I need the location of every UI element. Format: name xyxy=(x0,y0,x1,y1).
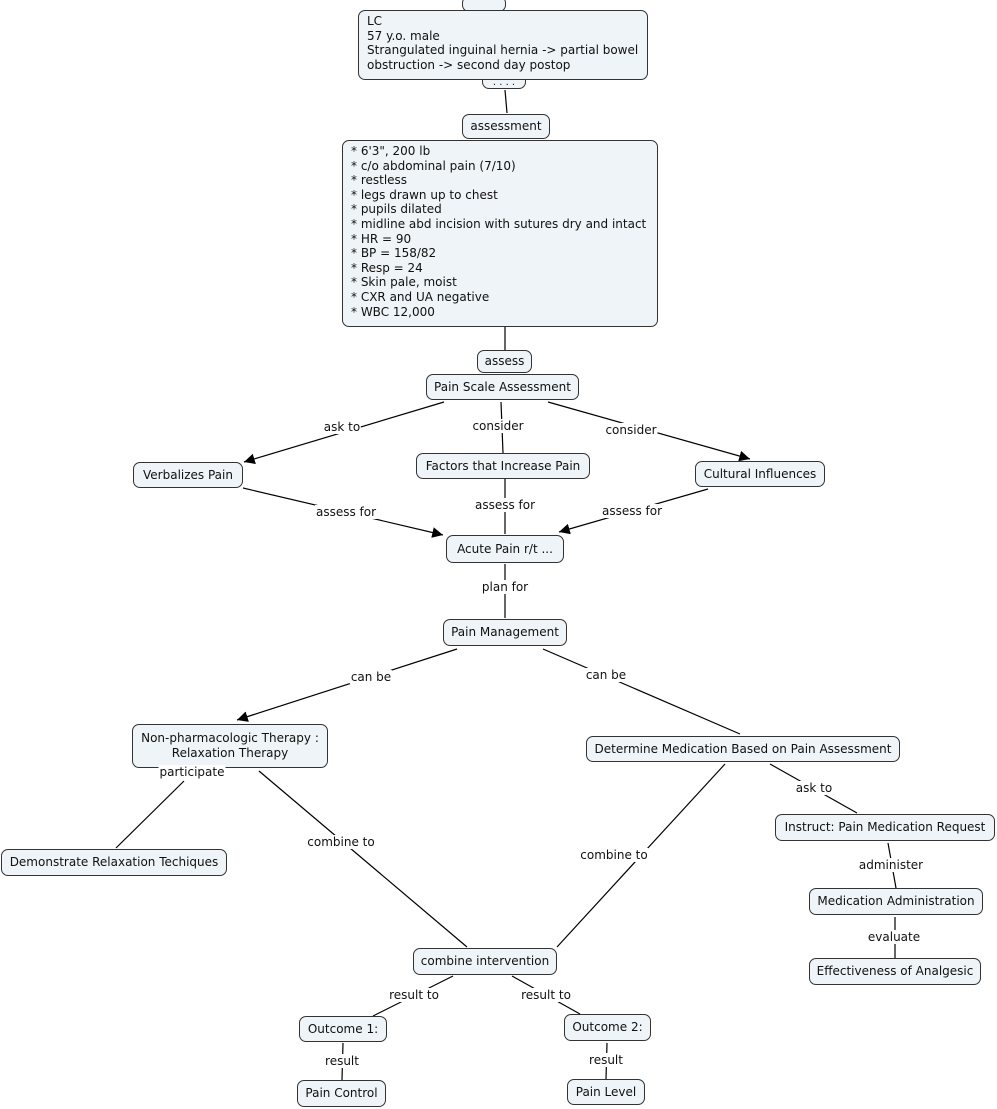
outcome-1-node[interactable]: Outcome 1: xyxy=(299,1016,387,1042)
link-label-combine-to: combine to xyxy=(579,848,649,862)
instruct-pain-med-request-node[interactable]: Instruct: Pain Medication Request xyxy=(775,814,995,841)
combine-intervention-node[interactable]: combine intervention xyxy=(413,948,557,975)
assessment-node[interactable]: assessment xyxy=(462,114,550,139)
factors-increase-pain-node[interactable]: Factors that Increase Pain xyxy=(416,453,590,479)
link-label-result-to: result to xyxy=(388,988,440,1002)
link-label-result: result xyxy=(324,1054,360,1068)
link-label-combine-to: combine to xyxy=(306,835,376,849)
link-label-assess-for: assess for xyxy=(600,504,664,518)
pain-control-node[interactable]: Pain Control xyxy=(297,1080,386,1107)
link-label-can-be: can be xyxy=(584,668,628,682)
link-label-assess-for: assess for xyxy=(314,505,378,519)
pain-scale-assessment-node[interactable]: Pain Scale Assessment xyxy=(426,374,579,400)
verbalizes-pain-node[interactable]: Verbalizes Pain xyxy=(133,462,243,488)
link-label-assess-for: assess for xyxy=(473,498,537,512)
pain-level-node[interactable]: Pain Level xyxy=(567,1079,645,1105)
medication-administration-node[interactable]: Medication Administration xyxy=(809,888,983,915)
link-label-result: result xyxy=(588,1053,624,1067)
link-label-plan-for: plan for xyxy=(480,580,530,594)
link-label-ask-to: ask to xyxy=(794,781,834,795)
link-label-consider: consider xyxy=(604,423,658,437)
non-pharmacologic-therapy-node[interactable]: Non-pharmacologic Therapy : Relaxation T… xyxy=(132,724,328,768)
acute-pain-node[interactable]: Acute Pain r/t ... xyxy=(446,535,564,563)
patient-info-node[interactable]: LC 57 y.o. male Strangulated inguinal he… xyxy=(358,10,648,80)
link-label-result-to: result to xyxy=(520,988,572,1002)
link-label-can-be: can be xyxy=(349,670,393,684)
assessment-findings-node[interactable]: * 6'3", 200 lb * c/o abdominal pain (7/1… xyxy=(342,140,658,327)
cultural-influences-node[interactable]: Cultural Influences xyxy=(695,461,825,487)
link-label-administer: administer xyxy=(857,858,925,872)
link-label-evaluate: evaluate xyxy=(866,930,922,944)
link-label-consider: consider xyxy=(471,419,525,433)
link-label-ask-to: ask to xyxy=(322,420,362,434)
assess-node[interactable]: assess xyxy=(477,350,532,373)
link-label-participate: participate xyxy=(158,765,226,779)
pain-management-node[interactable]: Pain Management xyxy=(443,619,567,646)
determine-medication-node[interactable]: Determine Medication Based on Pain Asses… xyxy=(586,736,900,762)
demonstrate-relaxation-node[interactable]: Demonstrate Relaxation Techiques xyxy=(1,849,227,876)
outcome-2-node[interactable]: Outcome 2: xyxy=(564,1014,651,1041)
effectiveness-analgesic-node[interactable]: Effectiveness of Analgesic xyxy=(809,958,981,985)
